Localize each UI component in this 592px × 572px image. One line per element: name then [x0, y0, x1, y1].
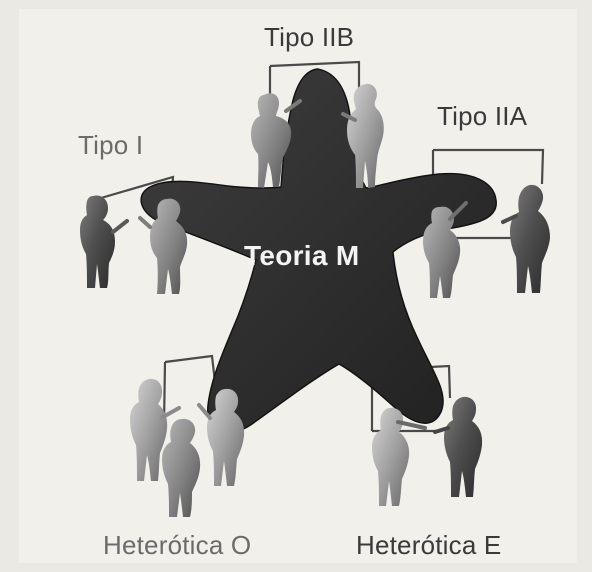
arm-stroke — [197, 403, 212, 420]
arm-stroke — [284, 99, 302, 113]
arm-stroke — [161, 406, 181, 419]
arm-stroke — [501, 214, 518, 224]
arm-stroke — [111, 219, 129, 234]
center-label-teoria-m: Teoria M — [244, 240, 360, 271]
person-figure — [347, 83, 384, 188]
person-figure — [80, 195, 115, 288]
figures-tipo-iib — [251, 83, 384, 188]
arm-stroke — [341, 112, 357, 122]
m-theory-star — [140, 68, 497, 434]
person-figure — [130, 378, 168, 481]
figures-tipo-i — [80, 195, 188, 294]
arm-stroke — [448, 201, 468, 221]
figures-heterotica-o — [130, 378, 245, 517]
person-figure — [207, 388, 245, 486]
label-tipo-iib: Tipo IIB — [264, 22, 355, 52]
person-figure — [251, 93, 292, 188]
label-heterotica-o: Heterótica O — [103, 530, 252, 560]
figures-heterotica-e — [372, 396, 483, 506]
label-heterotica-e: Heterótica E — [356, 530, 502, 560]
person-figure — [162, 418, 201, 517]
arm-stroke — [396, 420, 427, 430]
label-tipo-i: Tipo I — [78, 130, 144, 160]
label-tipo-iia: Tipo IIA — [437, 101, 528, 131]
arm-stroke — [433, 426, 450, 434]
person-figure — [423, 206, 461, 298]
person-figure — [444, 396, 483, 497]
person-figure — [372, 407, 410, 506]
figures-tipo-iia — [423, 184, 550, 298]
arm-stroke — [138, 216, 152, 229]
person-figure — [150, 198, 188, 294]
person-figure — [510, 184, 550, 293]
board-frames — [99, 60, 545, 433]
